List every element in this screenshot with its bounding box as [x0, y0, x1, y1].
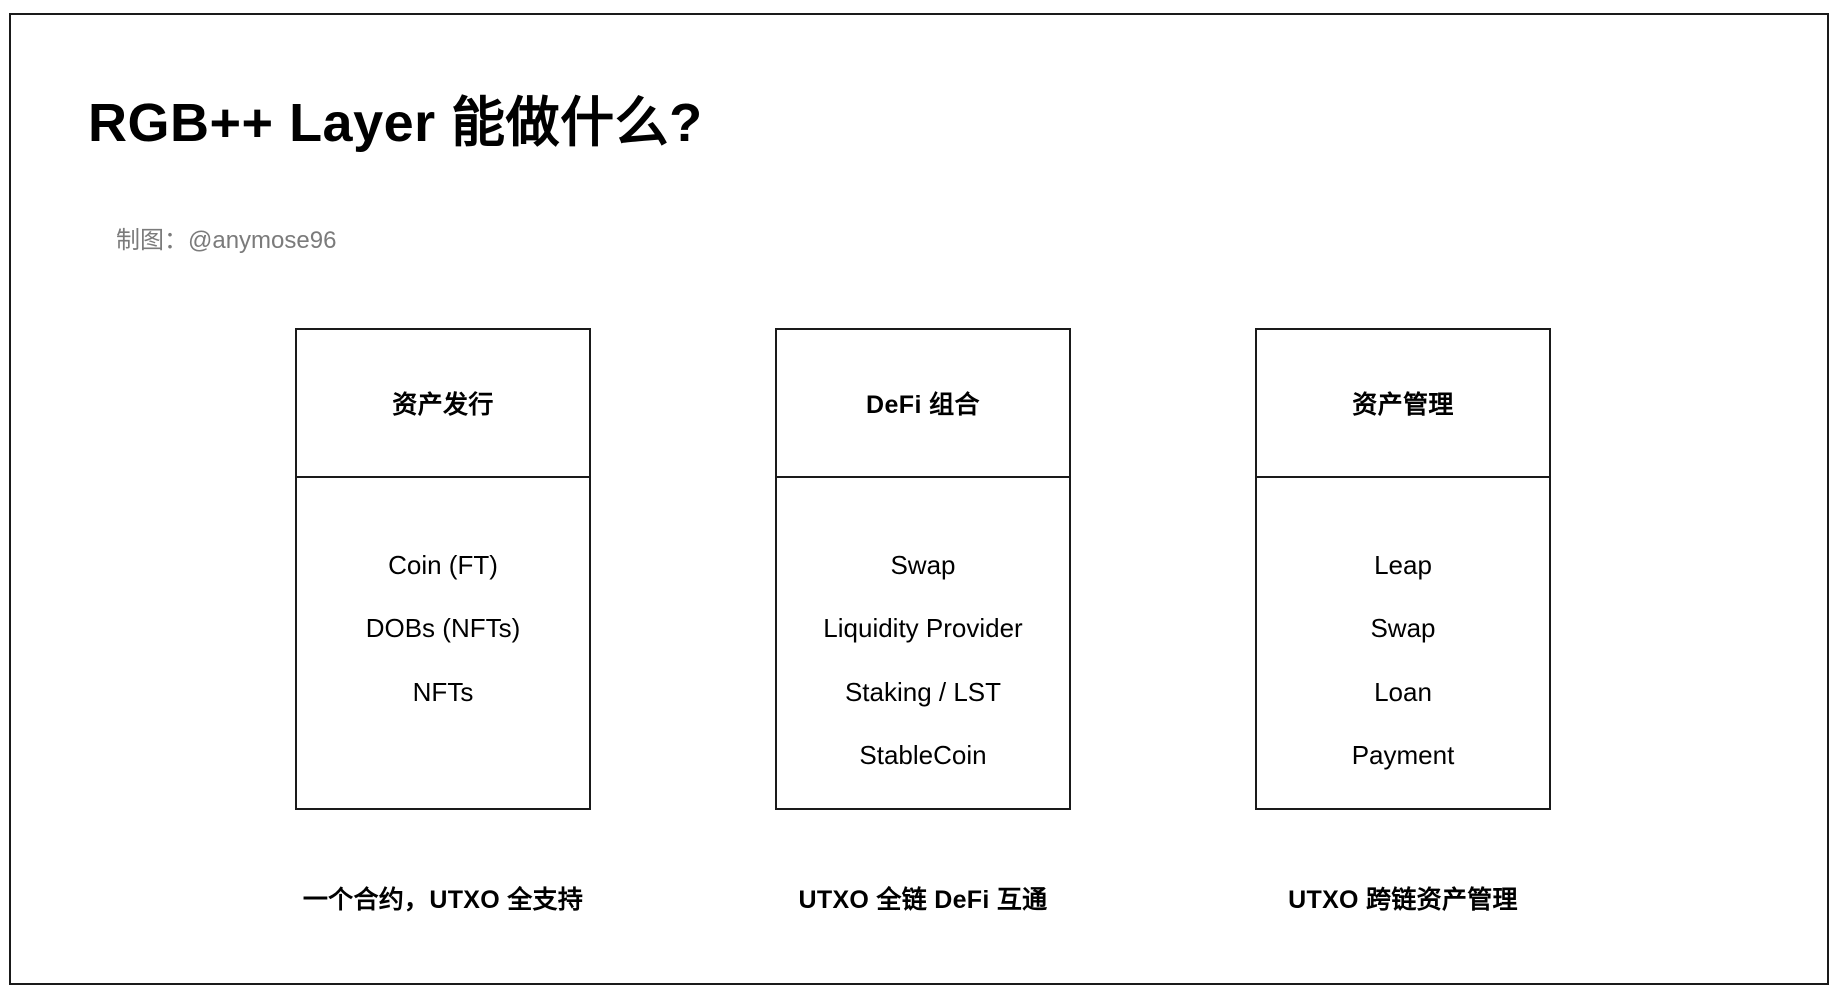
credit-attribution: 制图：@anymose96 [116, 227, 337, 254]
list-item: DOBs (NFTs) [365, 613, 521, 644]
caption-defi-composition: UTXO 全链 DeFi 互通 [798, 886, 1048, 914]
card-body-defi-composition: Swap Liquidity Provider Staking / LST St… [777, 478, 1069, 808]
captions-row: 一个合约，UTXO 全支持 UTXO 全链 DeFi 互通 UTXO 跨链资产管… [0, 880, 1846, 916]
card-header-defi-composition: DeFi 组合 [777, 330, 1069, 478]
list-item: Swap [890, 550, 956, 580]
list-item: Staking / LST [844, 676, 1002, 707]
list-item: Payment [1351, 739, 1455, 770]
card-body-asset-issuance: Coin (FT) DOBs (NFTs) NFTs [297, 478, 589, 808]
list-item: Swap [1370, 613, 1436, 644]
list-item: Liquidity Provider [823, 613, 1023, 644]
caption-asset-issuance: 一个合约，UTXO 全支持 [302, 886, 584, 914]
card-defi-composition[interactable]: DeFi 组合 Swap Liquidity Provider Staking … [775, 328, 1071, 810]
card-header-asset-issuance: 资产发行 [297, 330, 589, 478]
list-item: Loan [1374, 676, 1432, 707]
list-item: Leap [1374, 550, 1432, 580]
card-asset-management[interactable]: 资产管理 Leap Swap Loan Payment [1255, 328, 1551, 810]
card-title: 资产管理 [1352, 391, 1454, 419]
caption-asset-management: UTXO 跨链资产管理 [1288, 886, 1518, 914]
list-item: Coin (FT) [388, 550, 498, 580]
card-title: DeFi 组合 [866, 391, 980, 419]
card-body-asset-management: Leap Swap Loan Payment [1257, 478, 1549, 808]
card-title: 资产发行 [392, 391, 494, 419]
list-item: NFTs [412, 676, 474, 707]
cards-row: 资产发行 Coin (FT) DOBs (NFTs) NFTs DeFi 组合 … [0, 328, 1846, 816]
card-asset-issuance[interactable]: 资产发行 Coin (FT) DOBs (NFTs) NFTs [295, 328, 591, 810]
page-title: RGB++ Layer 能做什么? [88, 93, 703, 153]
list-item: StableCoin [859, 739, 987, 770]
card-header-asset-management: 资产管理 [1257, 330, 1549, 478]
